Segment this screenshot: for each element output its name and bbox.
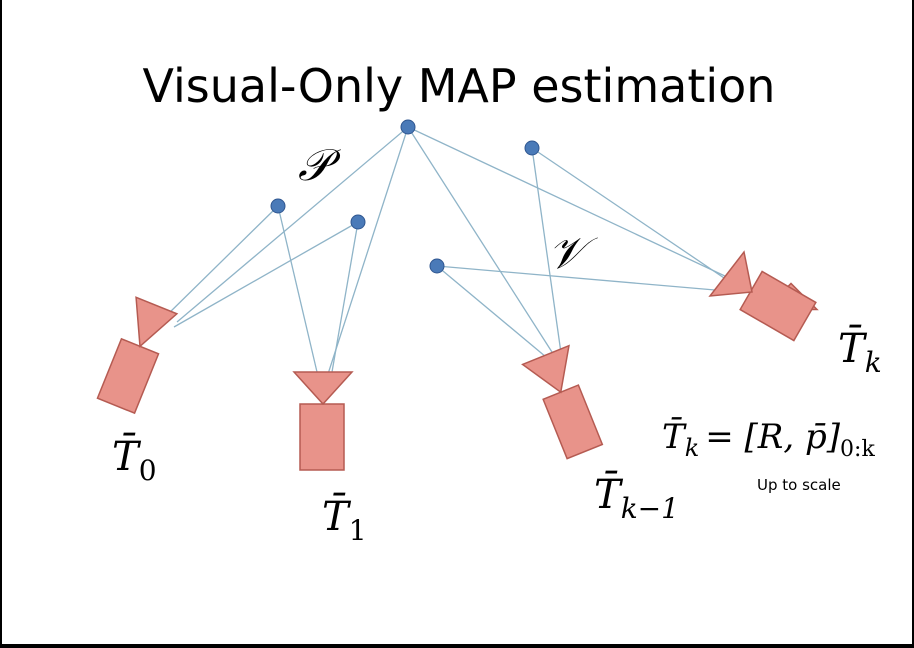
pose-label-tkm1: T̄k−1 — [594, 471, 679, 525]
ray — [531, 147, 563, 361]
ray — [327, 126, 409, 375]
ray — [531, 147, 728, 281]
ray — [436, 265, 716, 291]
visibility-label: 𝒱 — [548, 228, 598, 279]
ray — [331, 221, 359, 373]
camera-t1 — [292, 371, 354, 471]
landmark-point — [270, 198, 286, 214]
landmark-point — [429, 258, 445, 274]
ray — [176, 126, 409, 323]
slide-title: Visual-Only MAP estimation — [143, 59, 776, 113]
scale-note: Up to scale — [757, 476, 841, 494]
landmark-set-label: 𝒫 — [298, 140, 341, 191]
ray — [277, 205, 318, 373]
camera-t0 — [96, 296, 179, 415]
pose-label-tk: T̄k — [838, 325, 882, 379]
pose-label-t0: T̄0 — [112, 433, 157, 487]
ray — [163, 205, 279, 319]
observation-rays — [163, 126, 728, 375]
camera-tk — [739, 270, 819, 342]
camera-tkm1 — [521, 344, 604, 460]
landmark-point — [524, 140, 540, 156]
landmark-point — [400, 119, 416, 135]
landmarks — [270, 119, 540, 274]
ray — [407, 126, 560, 364]
pose-label-t1: T̄1 — [322, 493, 367, 547]
ray — [436, 265, 553, 363]
landmark-point — [350, 214, 366, 230]
ray — [407, 126, 728, 278]
pose-equation: T̄k= [R, p̄]0:k — [662, 416, 875, 462]
camera-tk-frustum — [708, 250, 753, 297]
ray — [173, 221, 359, 328]
